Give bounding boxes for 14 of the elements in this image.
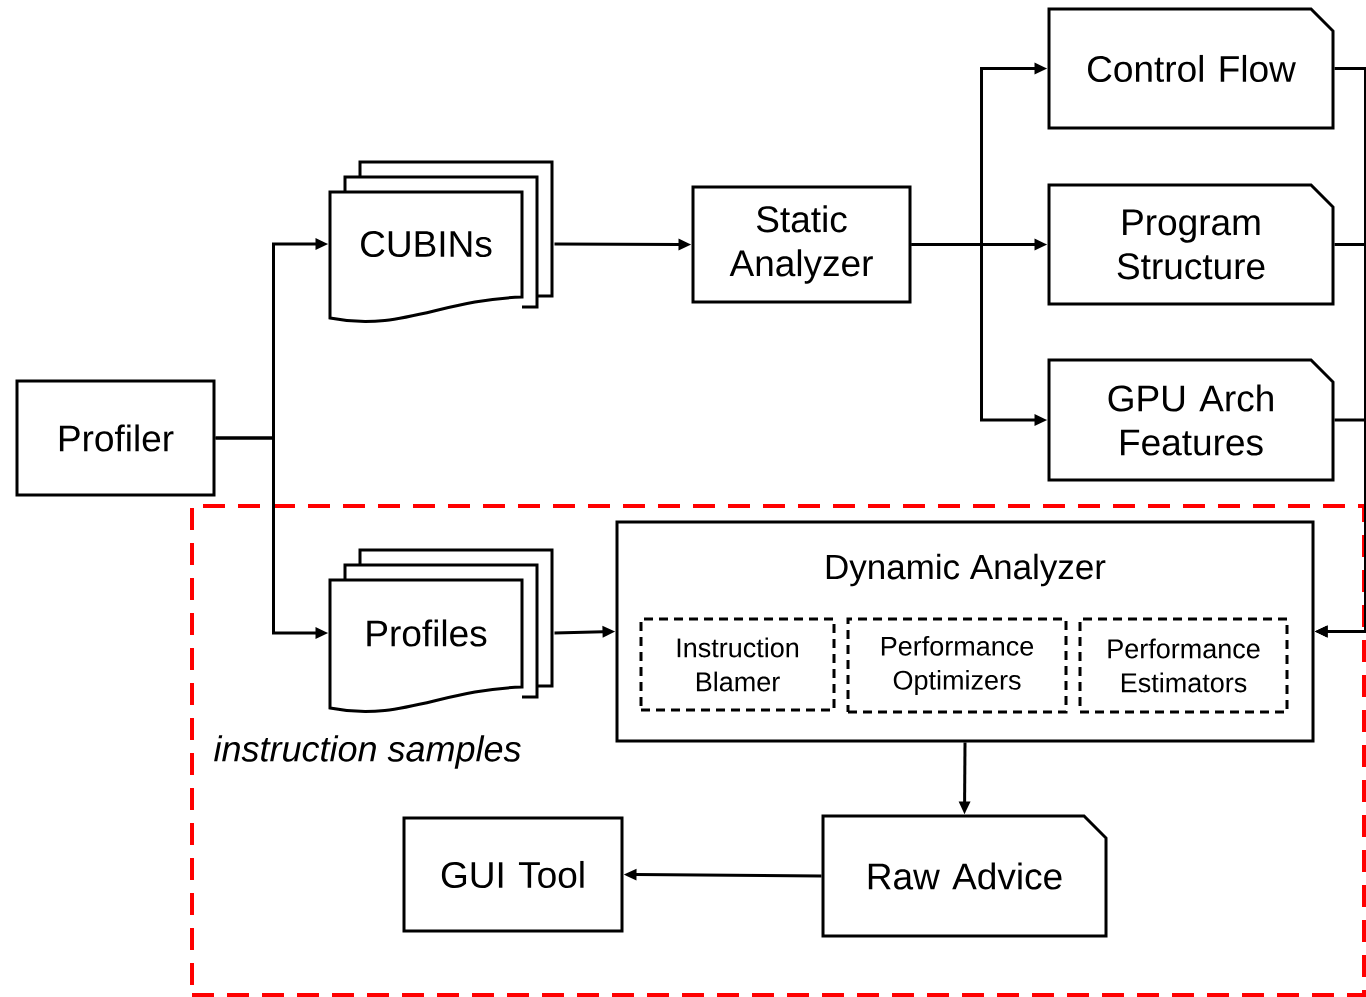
- process-box: GUI Tool: [402, 816, 624, 933]
- process-box: Profiler: [15, 379, 216, 497]
- component-box: Instruction Blamer: [639, 617, 836, 712]
- document-box: Program Structure: [1047, 183, 1335, 306]
- process-box: Static Analyzer: [691, 185, 912, 304]
- component-box: Performance Optimizers: [846, 617, 1068, 714]
- document-box: Raw Advice: [821, 814, 1108, 938]
- caption-text: instruction samples: [214, 735, 521, 769]
- document-box: GPU Arch Features: [1047, 358, 1335, 482]
- document-box: Control Flow: [1047, 7, 1335, 130]
- component-box: Performance Estimators: [1078, 617, 1289, 714]
- dashed-region: [190, 504, 1366, 997]
- document-stack: Profiles: [328, 548, 554, 713]
- document-stack: CUBINs: [328, 160, 554, 323]
